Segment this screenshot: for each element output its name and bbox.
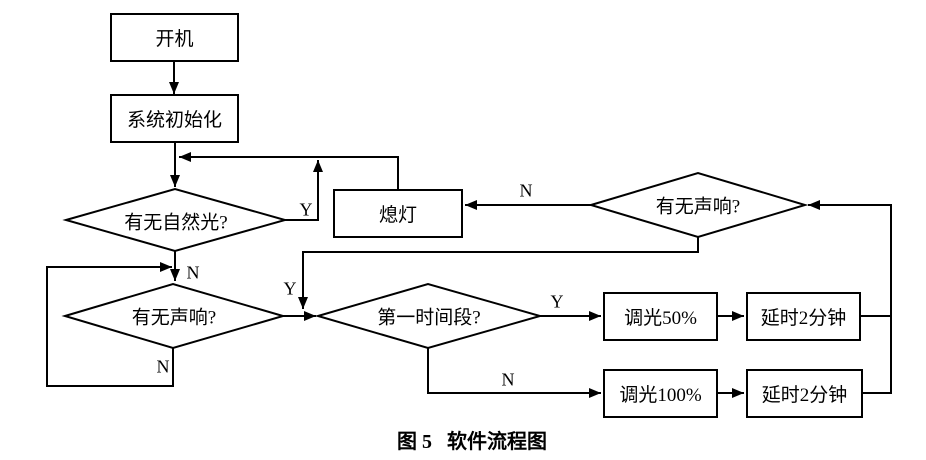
node-natural-light-label: 有无自然光?	[124, 212, 228, 234]
edge-naturallight-yes	[285, 160, 323, 221]
branch-label-first-period-no: N	[501, 369, 515, 390]
branch-label-sound-right-no: N	[519, 180, 533, 201]
node-dim-100-label: 调光100%	[619, 385, 702, 406]
first-period-diamond	[314, 282, 544, 350]
natural-light-diamond	[62, 187, 289, 253]
node-power-on-label: 开机	[155, 29, 194, 50]
node-sound-left-label: 有无声响?	[131, 307, 217, 329]
node-delay-2min-top: 延时2分钟	[746, 292, 861, 341]
edge-soundright-yes	[298, 237, 699, 309]
node-delay-2min-bottom: 延时2分钟	[746, 369, 863, 418]
node-first-period-label: 第一时间段?	[377, 307, 481, 329]
node-light-off-label: 熄灯	[378, 205, 417, 226]
sound-right-diamond	[587, 171, 809, 239]
connector-lines	[46, 62, 892, 398]
node-dim-50-label: 调光50%	[624, 308, 697, 329]
node-delay-2min-top-label: 延时2分钟	[760, 308, 847, 329]
node-dim-50: 调光50%	[603, 292, 718, 341]
edge-lightoff-feedback	[179, 152, 399, 189]
decision-shapes	[61, 171, 809, 350]
edge-firstperiod-no	[427, 348, 601, 398]
edge-soundleft-no-loop	[46, 262, 174, 387]
figure-caption: 图 5 软件流程图	[397, 431, 547, 453]
node-dim-100: 调光100%	[603, 369, 718, 418]
node-sound-right-label: 有无声响?	[655, 196, 741, 218]
node-system-init: 系统初始化	[110, 94, 239, 143]
sound-left-diamond	[61, 282, 287, 350]
branch-label-natural-light-yes: Y	[299, 199, 313, 220]
branch-label-sound-yes: Y	[283, 278, 297, 299]
node-power-on: 开机	[110, 13, 239, 62]
edge-return-to-soundright	[808, 200, 892, 394]
node-system-init-label: 系统初始化	[126, 110, 222, 131]
node-delay-2min-bottom-label: 延时2分钟	[761, 385, 848, 406]
branch-label-sound-left-no: N	[156, 356, 170, 377]
branch-label-natural-light-no: N	[186, 262, 200, 283]
branch-label-first-period-yes: Y	[550, 291, 564, 312]
node-light-off: 熄灯	[333, 189, 463, 238]
